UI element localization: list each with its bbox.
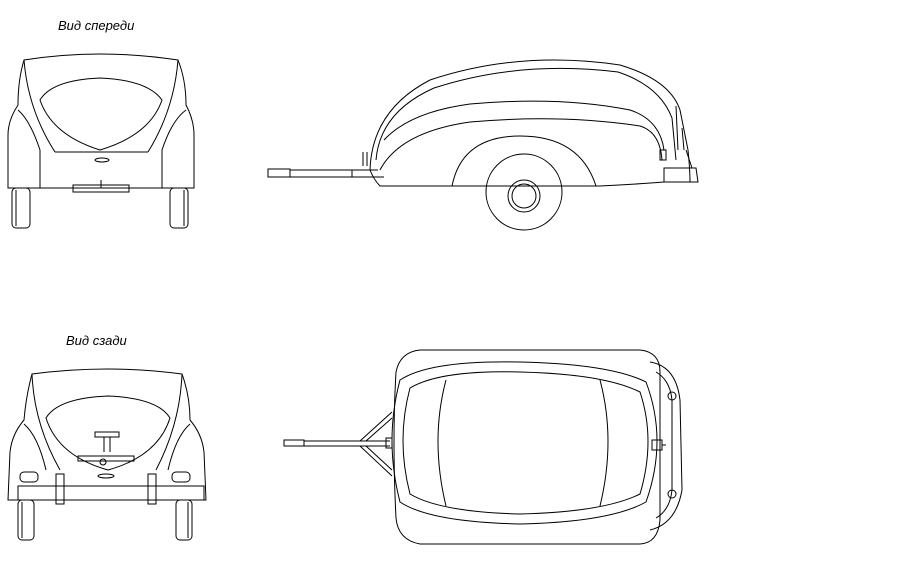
side-body-rib-3 <box>379 118 663 171</box>
top-body-outer <box>393 349 661 545</box>
rear-left-wheel <box>17 499 35 541</box>
rear-dome <box>45 395 171 471</box>
side-body-outer <box>369 59 691 187</box>
top-body-inner <box>391 361 658 525</box>
rear-bumper-guard-left <box>55 473 65 505</box>
side-drawbar-handle <box>267 168 291 178</box>
side-wheel-hub-inner <box>511 183 537 209</box>
rear-bumper <box>17 485 205 501</box>
rear-right-wheel <box>175 499 193 541</box>
rear-bumper-guard-right <box>147 473 157 505</box>
front-body-outline <box>7 53 195 189</box>
rear-left-tail-light <box>19 471 39 483</box>
top-body-inner-2 <box>402 371 649 515</box>
front-view-drawing <box>7 53 195 229</box>
side-rear-lamp <box>663 167 699 183</box>
rear-emblem <box>97 473 115 479</box>
front-emblem <box>94 157 110 163</box>
side-view-drawing <box>267 59 699 231</box>
rear-fitting-knob <box>99 458 107 466</box>
top-rear-lamp-lower <box>667 489 677 499</box>
front-view-label: Вид спереди <box>58 18 135 33</box>
rear-fitting-top <box>94 431 120 438</box>
rear-right-tail-light <box>171 471 191 483</box>
rear-body-outline <box>7 368 207 501</box>
top-rear-lamp-upper <box>667 391 677 401</box>
top-rear-assembly-inner <box>655 371 673 519</box>
front-right-fender <box>147 59 187 188</box>
rear-view-label: Вид сзади <box>66 333 127 348</box>
top-a-frame <box>359 411 393 477</box>
front-left-wheel <box>11 187 31 229</box>
rear-right-fender <box>155 373 191 471</box>
side-body-rib-2 <box>383 100 665 151</box>
side-body-rib-1 <box>375 67 677 161</box>
rear-view-drawing <box>7 368 207 541</box>
side-wheel <box>485 153 563 231</box>
top-rear-assembly <box>649 361 683 531</box>
top-roof-line-left <box>437 379 447 507</box>
side-rear-bracket <box>659 149 667 161</box>
side-wheel-hub <box>507 179 541 213</box>
side-fender-arch <box>451 135 597 187</box>
front-left-fender <box>17 59 56 188</box>
front-right-wheel <box>169 187 189 229</box>
rear-fitting-bar <box>77 455 135 462</box>
top-roof-line-right <box>599 379 609 507</box>
top-view-drawing <box>283 349 683 545</box>
front-dome <box>39 77 163 151</box>
rear-left-fender <box>23 373 61 471</box>
side-rear-post <box>675 105 693 169</box>
top-drawbar-handle <box>283 439 305 447</box>
